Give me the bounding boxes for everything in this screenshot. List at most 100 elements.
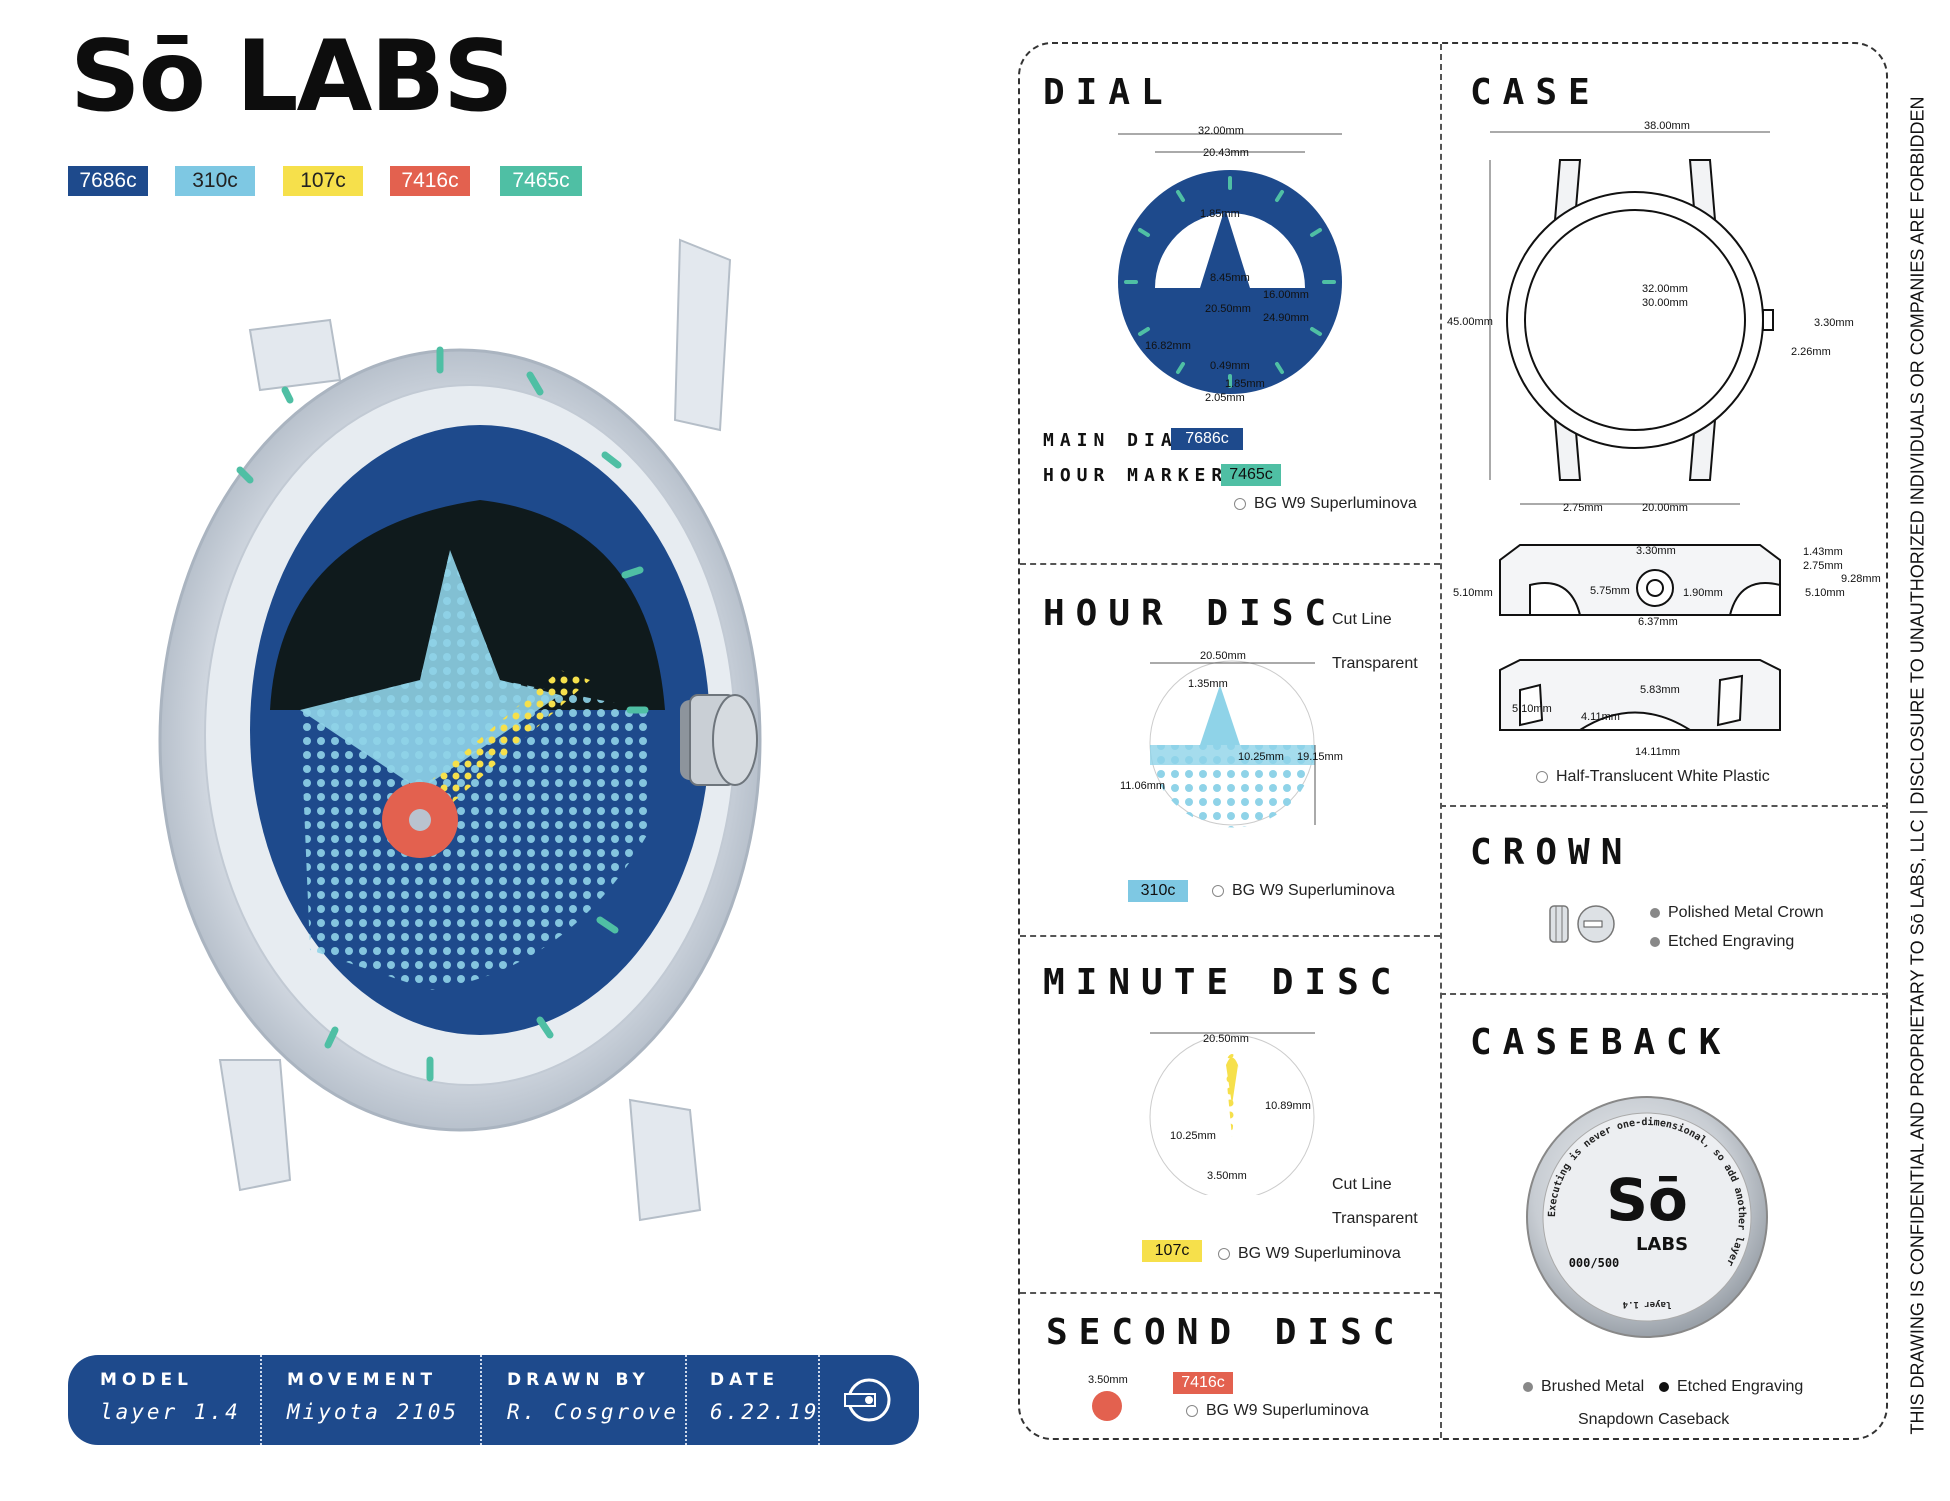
case-side-dim-3-30: 3.30mm: [1636, 545, 1676, 557]
case-side-dim-1-90: 1.90mm: [1683, 587, 1723, 599]
case-dim-2-26: 2.26mm: [1791, 346, 1831, 358]
drawn-by-cell: DRAWN BY R. Cosgrove: [483, 1355, 688, 1445]
case-dim-45: 45.00mm: [1447, 316, 1493, 328]
drawn-by-label: DRAWN BY: [507, 1370, 650, 1390]
crown-item-etched: Etched Engraving: [1650, 933, 1794, 951]
swatch-7686c: 7686c: [68, 166, 148, 196]
case-drawing: [1489, 131, 1781, 731]
case-side-dim-9-28: 9.28mm: [1841, 573, 1881, 585]
divider-case: [1440, 805, 1888, 807]
minute-disc-title: MINUTE DISC: [1043, 962, 1403, 1003]
case-side-dim-2-75: 2.75mm: [1803, 560, 1843, 572]
case-dim-38: 38.00mm: [1644, 120, 1690, 132]
model-value: layer 1.4: [100, 1400, 241, 1424]
model-label: MODEL: [100, 1370, 193, 1390]
caseback-item-brushed: Brushed Metal: [1523, 1378, 1644, 1396]
minute-disc-dim-10-25: 10.25mm: [1170, 1130, 1216, 1142]
dial-dim-20-50: 20.50mm: [1205, 303, 1251, 315]
sheet-divider-vertical: [1440, 44, 1442, 1438]
svg-text:LABS: LABS: [1636, 1234, 1688, 1255]
case-dim-2-75: 2.75mm: [1563, 502, 1603, 514]
dial-dim-32: 32.00mm: [1198, 125, 1244, 137]
hour-disc-title: HOUR DISC: [1043, 593, 1338, 634]
divider-crown: [1440, 993, 1888, 995]
dial-lume-note: BG W9 Superluminova: [1234, 495, 1417, 513]
second-disc-title: SECOND DISC: [1046, 1312, 1406, 1353]
main-dial-chip: 7686c: [1171, 428, 1243, 450]
minute-disc-lume: BG W9 Superluminova: [1218, 1245, 1401, 1263]
divider-dial: [1020, 563, 1440, 565]
dial-dim-24-90: 24.90mm: [1263, 312, 1309, 324]
second-disc-dim: 3.50mm: [1088, 1374, 1128, 1386]
dial-dim-16: 16.00mm: [1263, 289, 1309, 301]
dial-drawing: [1118, 133, 1342, 394]
brand-logo: Sō LABS: [70, 20, 514, 134]
second-disc-drawing: [1092, 1391, 1122, 1421]
hour-disc-cut-line: Cut Line: [1332, 611, 1392, 628]
hour-disc-lume: BG W9 Superluminova: [1212, 882, 1395, 900]
minute-disc-render: [420, 670, 590, 805]
case-side-dim-5-10b: 5.10mm: [1805, 587, 1845, 599]
swatch-107c: 107c: [283, 166, 363, 196]
case-dim-3-30: 3.30mm: [1814, 317, 1854, 329]
drawn-by-value: R. Cosgrove: [507, 1400, 680, 1424]
minute-disc-transparent: Transparent: [1332, 1210, 1418, 1227]
case-dim-32: 32.00mm: [1642, 283, 1688, 295]
dial-dim-1-85b: 1.85mm: [1225, 378, 1265, 390]
case-title: CASE: [1470, 72, 1601, 113]
minute-disc-cut-line: Cut Line: [1332, 1176, 1392, 1193]
case-lugs: [218, 238, 732, 1222]
dial-dim-16-82: 16.82mm: [1145, 340, 1191, 352]
movement-cell: MOVEMENT Miyota 2105: [263, 1355, 483, 1445]
crown-item-polished: Polished Metal Crown: [1650, 904, 1824, 922]
confidential-notice: THIS DRAWING IS CONFIDENTIAL AND PROPRIE…: [1907, 96, 1928, 1435]
hour-disc-dim-20-50: 20.50mm: [1200, 650, 1246, 662]
minute-disc-chip: 107c: [1142, 1240, 1202, 1262]
hour-disc-chip: 310c: [1128, 880, 1188, 902]
svg-text:Sō: Sō: [1606, 1166, 1688, 1234]
caseback-drawing: Executing is never one-dimensional, so a…: [1526, 1096, 1768, 1338]
date-label: DATE: [710, 1370, 780, 1390]
case-side-dim-5-10a: 5.10mm: [1453, 587, 1493, 599]
divider-minute-disc: [1020, 1292, 1440, 1294]
hour-disc-dim-10-25: 10.25mm: [1238, 751, 1284, 763]
case-dim-20: 20.00mm: [1642, 502, 1688, 514]
movement-value: Miyota 2105: [287, 1400, 460, 1424]
dial-dim-2-05: 2.05mm: [1205, 392, 1245, 404]
case-back-dim-14-11: 14.11mm: [1635, 746, 1681, 758]
main-dial-label: MAIN DIAL: [1043, 430, 1195, 451]
minute-disc-dim-10-89: 10.89mm: [1265, 1100, 1311, 1112]
dial-dim-8-45: 8.45mm: [1210, 272, 1250, 284]
brand-mark-icon: [844, 1378, 891, 1422]
case-material-note: Half-Translucent White Plastic: [1536, 768, 1770, 786]
swatch-7465c: 7465c: [500, 166, 582, 196]
hour-markers-render: [236, 346, 649, 1082]
crown-title: CROWN: [1470, 832, 1634, 873]
case-back-dim-5-10: 5.10mm: [1512, 703, 1552, 715]
hour-disc-drawing: [1149, 660, 1316, 828]
crown-drawing: [1549, 905, 1615, 943]
date-cell: DATE 6.22.19: [688, 1355, 821, 1445]
minute-disc-drawing: [1149, 1032, 1315, 1195]
minute-disc-dim-20-50: 20.50mm: [1203, 1033, 1249, 1045]
spec-sheet: [1018, 42, 1888, 1440]
caseback-layer: layer 1.4: [1622, 1299, 1671, 1309]
case-dim-30: 30.00mm: [1642, 297, 1688, 309]
hour-markers-label: HOUR MARKERS: [1043, 465, 1246, 486]
dial-dim-1-85: 1.85mm: [1200, 208, 1240, 220]
crown-render: [680, 694, 758, 786]
dial-title: DIAL: [1043, 72, 1174, 113]
caseback-edition: 000/500: [1569, 1256, 1620, 1270]
case-side-dim-1-43: 1.43mm: [1803, 546, 1843, 558]
caseback-caption: Snapdown Caseback: [1578, 1411, 1730, 1428]
case-back-dim-4-11: 4.11mm: [1581, 711, 1620, 723]
hour-markers-chip: 7465c: [1221, 464, 1281, 486]
hour-disc-dim-19-15: 19.15mm: [1297, 751, 1343, 763]
divider-hour-disc: [1020, 935, 1440, 937]
model-cell: MODEL layer 1.4: [68, 1355, 263, 1445]
hour-disc-dim-11-06: 11.06mm: [1120, 780, 1166, 792]
caseback-item-etched: Etched Engraving: [1659, 1378, 1803, 1396]
second-disc-lume: BG W9 Superluminova: [1186, 1402, 1369, 1420]
info-bar: MODEL layer 1.4 MOVEMENT Miyota 2105 DRA…: [68, 1355, 919, 1445]
case-side-dim-5-75: 5.75mm: [1590, 585, 1630, 597]
